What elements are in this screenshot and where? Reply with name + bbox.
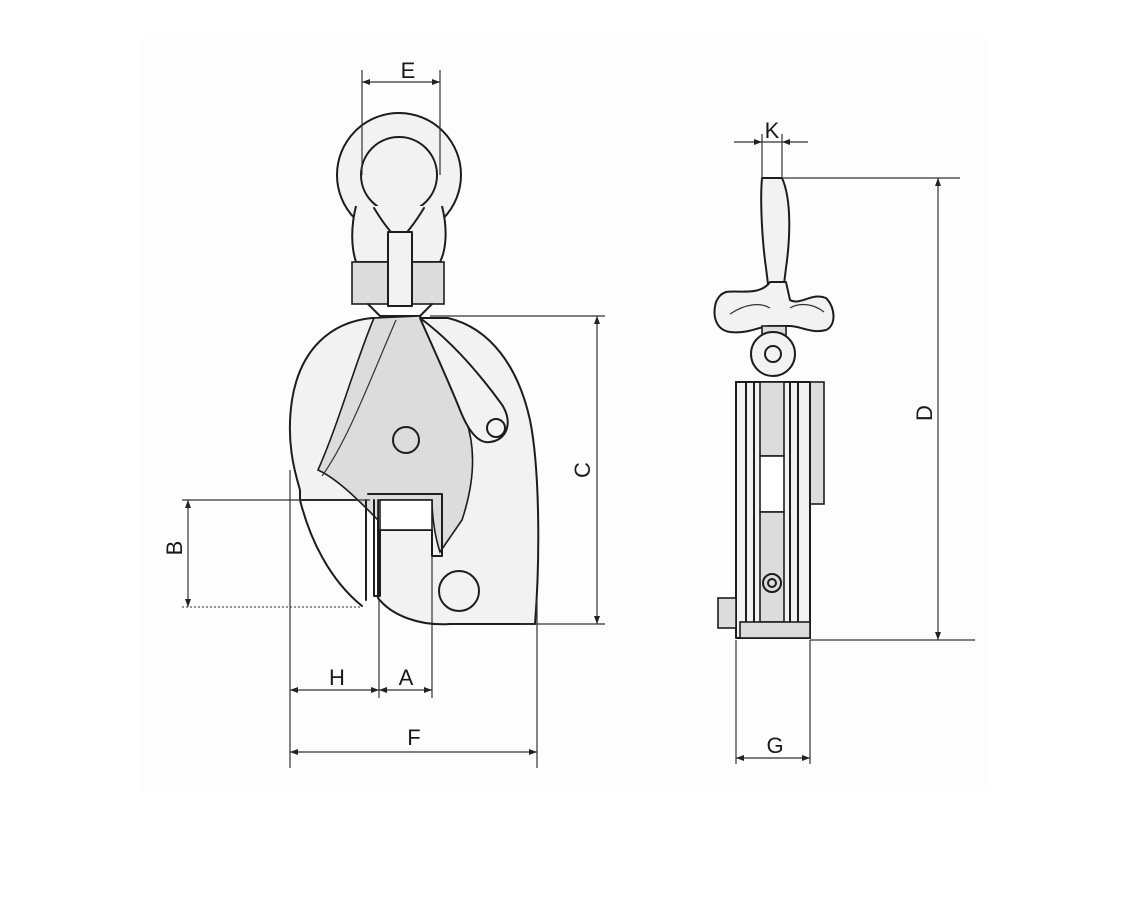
label-B: B: [162, 541, 187, 556]
label-A: A: [399, 665, 414, 690]
side-wing-piece: [713, 281, 835, 334]
swivel-pin: [387, 231, 413, 307]
jaw-pin: [438, 570, 480, 612]
dim-F-arrow-right: [529, 749, 537, 755]
paper-background: [140, 38, 990, 790]
dim-K-arrow-left: [754, 139, 762, 145]
dim-C-arrow-bottom: [594, 616, 600, 624]
side-mid-window: [759, 455, 785, 513]
label-E: E: [401, 58, 416, 83]
dim-B-arrow-top: [185, 500, 191, 508]
dim-H-arrow-right: [371, 687, 379, 693]
dim-K-arrow-right: [782, 139, 790, 145]
dim-B-arrow-bottom: [185, 599, 191, 607]
side-jaw-nub: [717, 597, 737, 629]
dim-E-arrow-left: [362, 79, 370, 85]
dim-A-arrow-right: [424, 687, 432, 693]
dim-D-arrow-bottom: [935, 632, 941, 640]
jaw-tip-curve: [299, 499, 363, 607]
handle-link: [419, 317, 509, 444]
side-link-ring: [750, 331, 796, 377]
label-F: F: [407, 725, 420, 750]
front-view: [182, 70, 605, 768]
swivel-base: [367, 303, 433, 317]
dim-E-arrow-right: [432, 79, 440, 85]
dim-G-arrow-right: [802, 755, 810, 761]
side-lower-slot: [759, 511, 785, 623]
label-D: D: [912, 405, 937, 421]
label-C: C: [570, 462, 595, 478]
pivot-pin: [392, 426, 420, 454]
dim-G-arrow-left: [736, 755, 744, 761]
label-G: G: [766, 733, 783, 758]
side-upper-slot: [759, 381, 785, 457]
dim-H-arrow-left: [290, 687, 298, 693]
dim-D-arrow-top: [935, 178, 941, 186]
side-pivot-bolt: [762, 573, 782, 593]
side-view: [713, 134, 975, 764]
jaw-slot: [379, 499, 433, 531]
dim-A-arrow-left: [379, 687, 387, 693]
dim-F-arrow-left: [290, 749, 298, 755]
cam-inner-line: [321, 319, 397, 477]
side-base-plate: [739, 621, 811, 639]
side-pivot-bolt-center: [767, 578, 777, 588]
dim-C-arrow-top: [594, 316, 600, 324]
side-wing-detail: [729, 303, 825, 315]
label-H: H: [329, 665, 345, 690]
label-K: K: [765, 118, 780, 143]
side-link-hole: [764, 345, 782, 363]
handle-pin: [486, 418, 506, 438]
